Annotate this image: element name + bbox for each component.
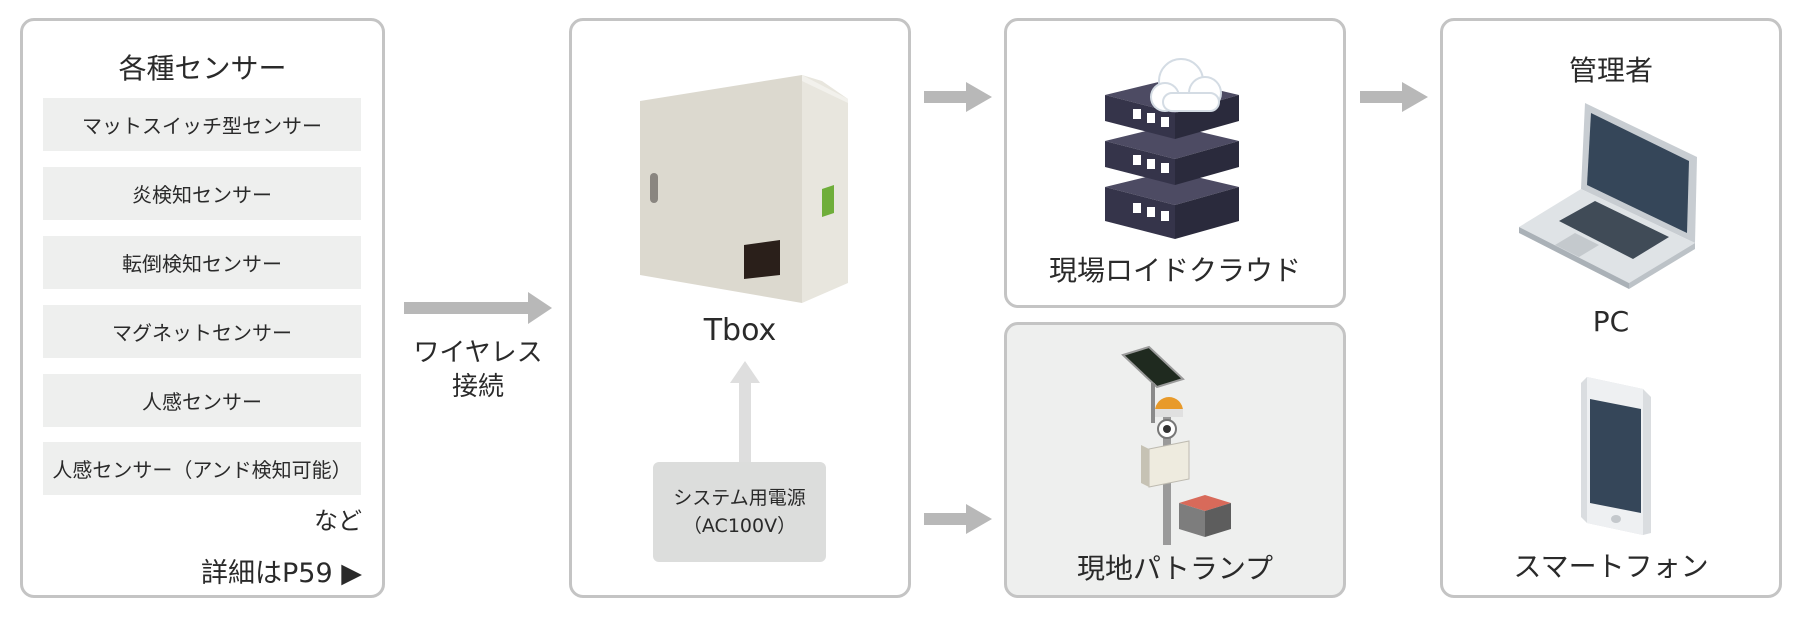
wireless-connection-label: ワイヤレス 接続: [398, 336, 558, 404]
cloud-label: 現場ロイドクラウド: [1048, 254, 1301, 287]
wireless-line2: 接続: [451, 372, 504, 402]
sensor-item-magnet: マグネットセンサー: [43, 305, 361, 358]
arrow-right-icon: [404, 292, 552, 324]
arrow-up-icon: [730, 361, 760, 471]
power-line1: システム用電源: [673, 487, 806, 509]
sensor-item-mat-switch: マットスイッチ型センサー: [43, 98, 361, 151]
pc-label: PC: [1592, 305, 1630, 338]
cloud-server-icon: [1105, 58, 1239, 239]
admin-title: 管理者: [1568, 54, 1653, 87]
cloud-panel: 現場ロイドクラウド: [1004, 18, 1346, 308]
sensors-panel: 各種センサー マットスイッチ型センサー 炎検知センサー 転倒検知センサー マグネ…: [20, 18, 385, 598]
smartphone-icon: [1581, 377, 1651, 535]
control-box-icon: [640, 75, 848, 303]
sensor-item-motion-and: 人感センサー（アンド検知可能）: [43, 442, 361, 495]
sensor-item-motion: 人感センサー: [43, 374, 361, 427]
power-supply-box: システム用電源 （AC100V）: [653, 462, 826, 562]
tbox-label: Tbox: [703, 313, 777, 348]
power-line2: （AC100V）: [682, 515, 797, 537]
arrow-right-icon: [924, 504, 992, 534]
solar-patlamp-icon: [1121, 345, 1231, 545]
sensors-etc: など: [314, 507, 362, 535]
sensors-detail-link[interactable]: 詳細はP59 ▶: [201, 558, 362, 589]
sensor-item-fall: 転倒検知センサー: [43, 236, 361, 289]
patlamp-label: 現地パトランプ: [1076, 552, 1273, 585]
laptop-icon: [1519, 103, 1697, 289]
patlamp-panel: 現地パトランプ: [1004, 322, 1346, 598]
arrow-right-icon: [1360, 82, 1428, 112]
smartphone-label: スマートフォン: [1513, 550, 1709, 583]
sensor-item-flame: 炎検知センサー: [43, 167, 361, 220]
wireless-line1: ワイヤレス: [413, 338, 543, 368]
sensors-title: 各種センサー: [118, 52, 287, 85]
arrow-right-icon: [924, 82, 992, 112]
admin-panel: 管理者 PC スマートフォン: [1440, 18, 1782, 598]
